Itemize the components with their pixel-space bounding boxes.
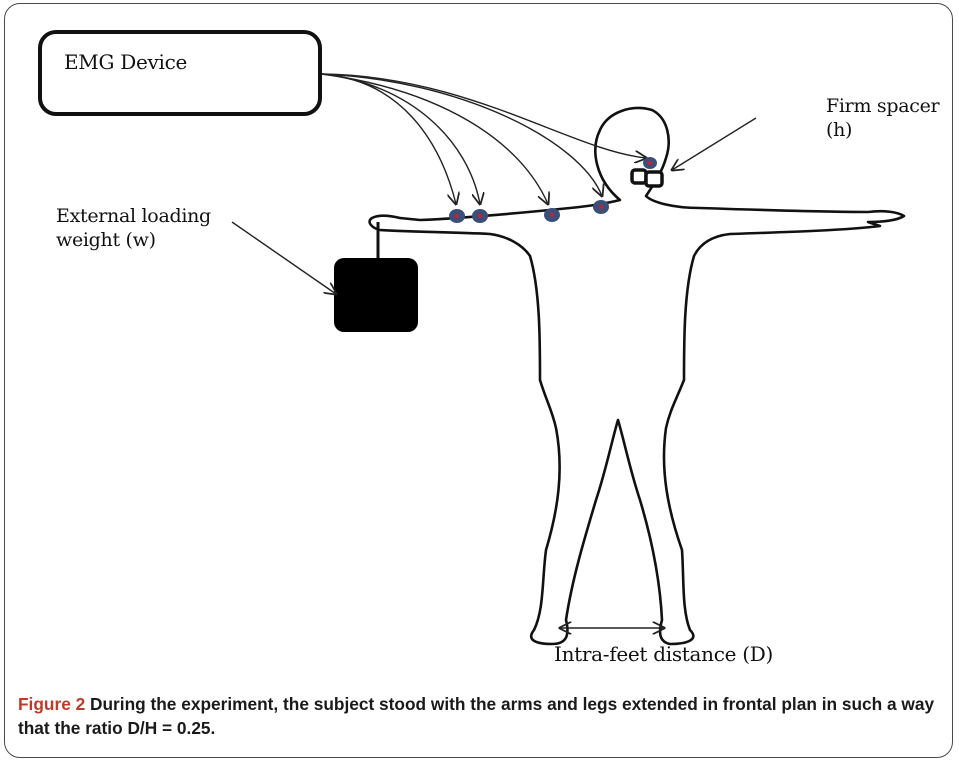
spacer-label-arrow: [672, 117, 757, 170]
electrode-5-center: [648, 161, 652, 165]
emg-wires: [321, 73, 646, 204]
experiment-diagram: [38, 30, 906, 646]
external-weight-line-2: weight (w): [56, 229, 156, 251]
intra-feet-label: Intra-feet distance (D): [554, 642, 773, 666]
emg-device-box: [38, 30, 322, 116]
weight-label-arrow: [231, 221, 336, 294]
wire-3: [321, 73, 548, 204]
emg-device-text: EMG Device: [64, 50, 188, 74]
figure-caption: Figure 2 During the experiment, the subj…: [18, 692, 943, 740]
wire-4: [321, 73, 602, 196]
emg-device-label: EMG Device: [64, 50, 187, 74]
electrodes: [449, 157, 657, 223]
intra-feet-text: Intra-feet distance (D): [554, 642, 773, 666]
electrode-4-center: [599, 205, 603, 209]
electrode-1-center: [455, 214, 459, 218]
firm-spacer-line-2: (h): [826, 119, 853, 141]
electrode-2-center: [478, 214, 482, 218]
firm-spacer-label: Firm spacer (h): [826, 94, 940, 142]
external-weight-line-1: External loading: [56, 205, 211, 227]
figure-number: Figure 2: [18, 694, 86, 714]
external-weight-label: External loading weight (w): [56, 204, 211, 252]
external-loading-weight: [334, 258, 418, 332]
wire-1: [321, 73, 456, 204]
electrode-3-center: [550, 213, 554, 217]
caption-text: During the experiment, the subject stood…: [18, 694, 935, 738]
firm-spacer-right: [644, 170, 664, 188]
wire-5: [321, 73, 646, 158]
human-body-outline: [368, 106, 906, 646]
firm-spacer-line-1: Firm spacer: [826, 95, 940, 117]
wire-2: [321, 73, 480, 204]
firm-spacer-left: [630, 168, 648, 185]
figure-frame: [4, 3, 953, 758]
